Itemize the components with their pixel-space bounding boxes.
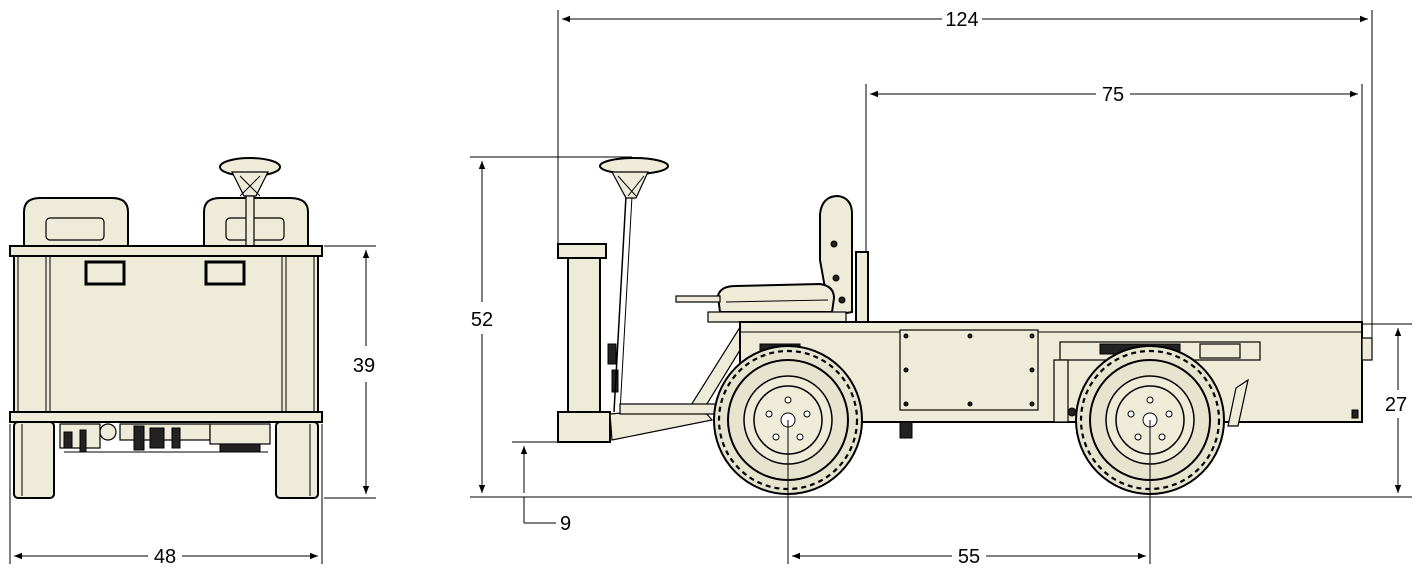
steering-column xyxy=(613,195,627,413)
dimension-rear-height: 39 xyxy=(324,245,376,499)
front-top-cap xyxy=(557,243,607,259)
seat-base xyxy=(707,311,847,323)
dimension-label-75: 75 xyxy=(1102,84,1124,106)
dimension-label-55: 55 xyxy=(958,546,980,568)
rear-bottom-rail xyxy=(9,411,323,423)
dimension-label-52: 52 xyxy=(471,309,493,331)
dimension-wheelbase: 55 xyxy=(787,420,1151,568)
dimension-bed-height: 27 xyxy=(1362,323,1412,493)
rear-left-handle xyxy=(84,260,126,286)
rear-drivetrain xyxy=(59,423,271,453)
rear-left-tire xyxy=(13,421,55,499)
dimension-overall-width: 48 xyxy=(9,424,323,568)
seat-cushion xyxy=(716,282,836,313)
rear-right-tire xyxy=(275,421,319,499)
rear-hitch xyxy=(1361,337,1373,361)
front-upright xyxy=(567,257,601,415)
dimension-label-39: 39 xyxy=(353,355,375,377)
rear-top-rail xyxy=(9,245,323,257)
lower-frame xyxy=(619,403,721,415)
dimension-label-9: 9 xyxy=(560,513,571,535)
right-seat-back-handle xyxy=(225,217,285,241)
steering-hub xyxy=(610,171,649,199)
dimension-bed-length: 75 xyxy=(865,84,1363,322)
dimension-overall-height: 52 xyxy=(470,156,632,493)
dimension-label-27: 27 xyxy=(1385,394,1407,416)
rear-cargo-box xyxy=(13,255,319,413)
front-bumper xyxy=(557,411,611,443)
dimension-overall-length: 124 xyxy=(557,9,1373,338)
side-panel xyxy=(899,329,1039,411)
side-view: 124 75 52 27 9 xyxy=(470,9,1412,568)
rear-view: 39 48 xyxy=(9,157,376,568)
rear-wheel xyxy=(1075,345,1225,495)
bed-front-post xyxy=(855,251,869,325)
steering-column-rear xyxy=(245,195,255,247)
rear-right-handle xyxy=(204,260,246,286)
seat-lever xyxy=(675,295,721,303)
dimension-label-48: 48 xyxy=(154,546,176,568)
dimension-label-124: 124 xyxy=(945,9,978,31)
dimension-ground-clearance: 9 xyxy=(512,441,571,535)
steering-hub-rear xyxy=(231,171,269,197)
left-seat-back-handle xyxy=(45,217,105,241)
